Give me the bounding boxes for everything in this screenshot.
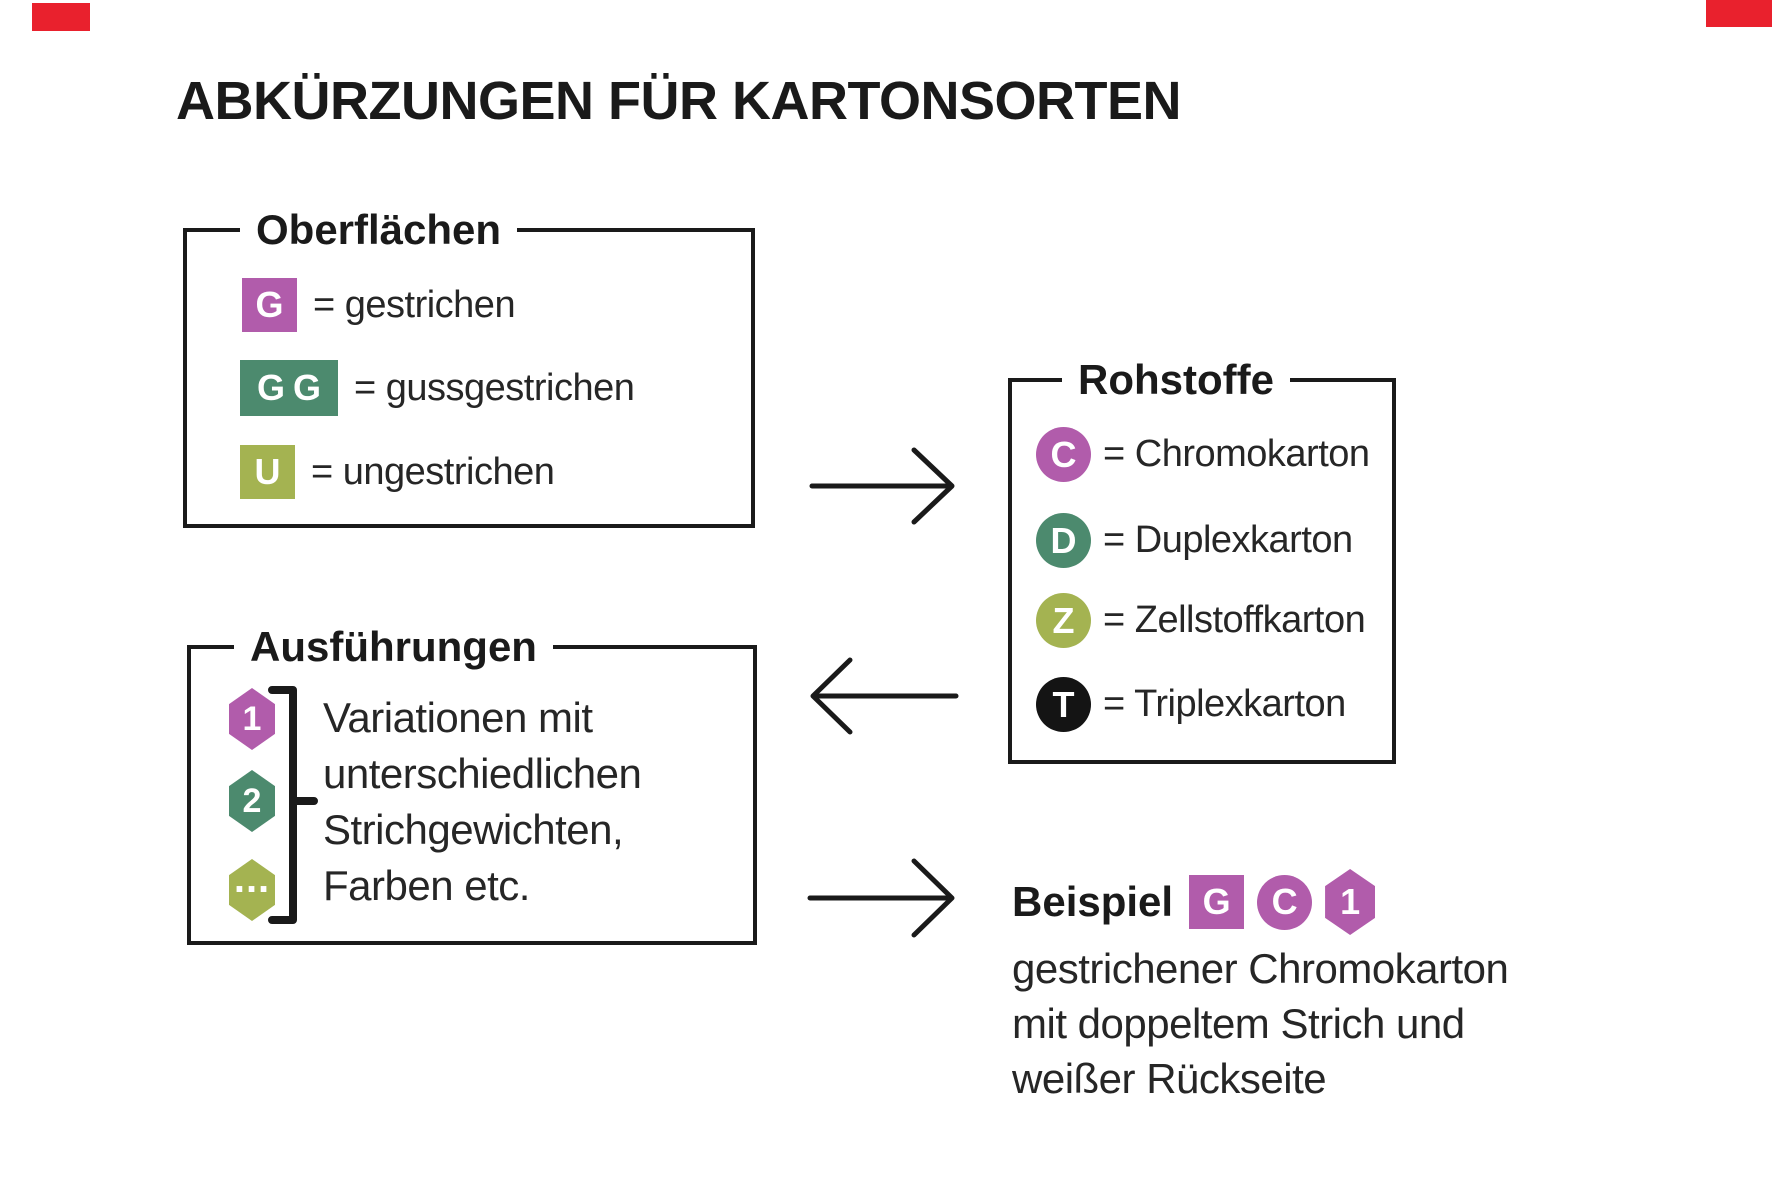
legend-text: = ungestrichen [311,450,555,493]
description-line: Strichgewichten, [323,806,624,853]
legend-text: = Duplexkarton [1103,519,1353,561]
legend-row: GG = gussgestrichen [240,360,635,416]
description-line: gestrichener Chromokarton [1012,945,1509,992]
red-corner-mark-right [1706,0,1772,27]
red-corner-mark-left [32,3,90,31]
badge-t-circle: T [1036,677,1091,732]
description-line: weißer Rückseite [1012,1055,1327,1102]
badge-z-circle: Z [1036,593,1091,648]
legend-row: C = Chromokarton [1036,427,1370,482]
legend-row: U = ungestrichen [240,445,555,499]
badge-g-square: G [242,278,297,332]
bracket-icon [268,686,318,924]
legend-row: T = Triplexkarton [1036,677,1346,732]
badge-hexagon-1: 1 [1325,869,1376,935]
description-line: mit doppeltem Strich und [1012,1000,1465,1047]
description-line: unterschiedlichen [323,750,642,797]
badge-d-circle: D [1036,513,1091,568]
oberflaechen-box-label: Oberflächen [240,207,518,253]
legend-row: G = gestrichen [242,278,516,332]
beispiel-row: Beispiel G C 1 [1012,869,1376,935]
arrow-right-icon [809,447,955,525]
beispiel-label: Beispiel [1012,878,1174,925]
legend-text: = gussgestrichen [354,366,635,409]
badge-u-square: U [240,445,295,499]
description-line: Variationen mit [323,694,593,741]
legend-text: = Chromokarton [1103,433,1370,475]
arrow-left-icon [810,657,959,735]
page-title: ABKÜRZUNGEN FÜR KARTONSORTEN [176,71,1182,131]
legend-text: = Triplexkarton [1103,683,1346,725]
badge-c-circle: C [1257,874,1313,930]
arrow-right-icon [807,858,955,938]
ausfuehrungen-box-label: Ausführungen [234,624,553,670]
beispiel-description: gestrichener Chromokarton mit doppeltem … [1012,941,1509,1106]
legend-text: = gestrichen [313,283,516,326]
legend-row: D = Duplexkarton [1036,513,1353,568]
badge-gg-square: GG [240,360,338,416]
badge-g-square: G [1189,875,1245,929]
legend-text: = Zellstoffkarton [1103,599,1366,641]
ausfuehrungen-description: Variationen mit unterschiedlichen Strich… [323,690,642,914]
description-line: Farben etc. [323,862,530,909]
rohstoffe-box-label: Rohstoffe [1062,357,1290,403]
legend-row: Z = Zellstoffkarton [1036,593,1366,648]
badge-c-circle: C [1036,427,1091,482]
